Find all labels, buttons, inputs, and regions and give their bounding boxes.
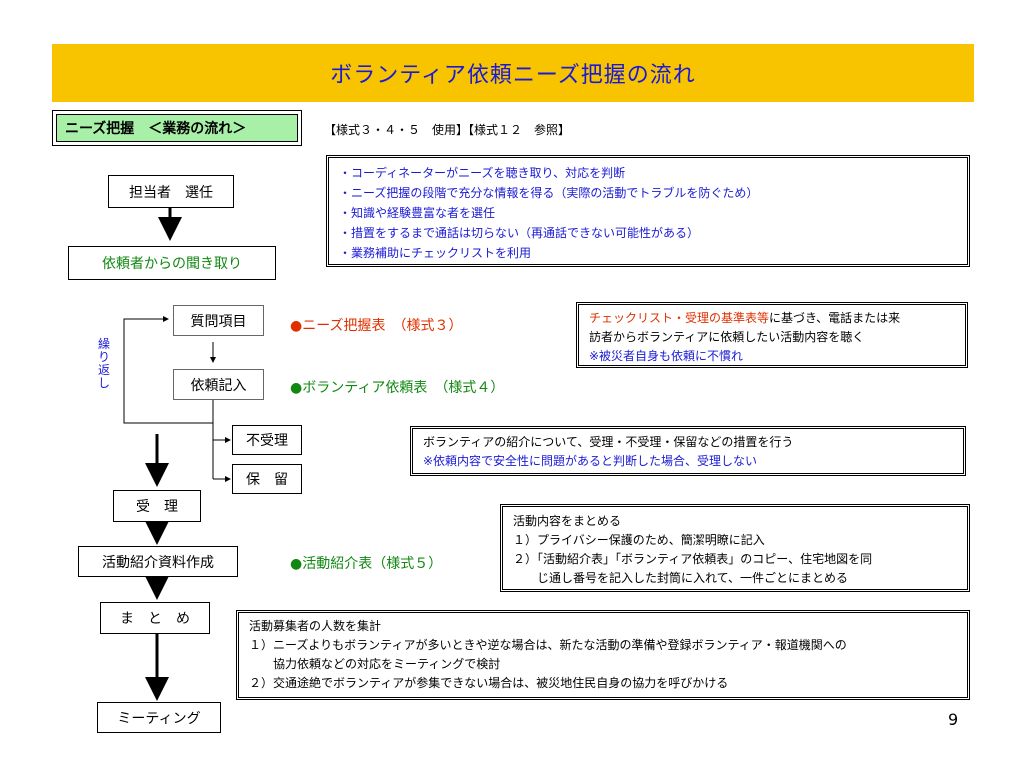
page-title: ボランティア依頼ニーズ把握の流れ [330, 63, 696, 88]
title-bar: ボランティア依頼ニーズ把握の流れ [52, 44, 974, 102]
note-item: ・措置をするまで通話は切らない（再通話できない可能性がある） [339, 226, 700, 240]
checklist-highlight: チェックリスト・受理の基準表等 [589, 311, 770, 325]
page-number: 9 [948, 710, 959, 729]
form-intro-label: ●活動紹介表（様式５） [290, 556, 443, 572]
form-request-label: ●ボランティア依頼表 （様式４） [290, 380, 505, 396]
repeat-label: 繰り返し [97, 337, 110, 390]
flow-step-create: 活動紹介資料作成 [78, 546, 238, 577]
note-coordinator: ・コーディネーターがニーズを聴き取り、対応を判断 ・ニーズ把握の段階で充分な情報… [326, 155, 970, 267]
note-judgement: ボランティアの紹介について、受理・不受理・保留などの措置を行う ※依頼内容で安全… [410, 426, 966, 476]
note-item: ・知識や経験豊富な者を選任 [339, 206, 496, 220]
flow-step-questions: 質問項目 [173, 305, 264, 336]
flow-step-interview: 依頼者からの聞き取り [68, 246, 276, 280]
note-item: ・業務補助にチェックリストを利用 [339, 246, 532, 260]
section-heading: ニーズ把握 ＜業務の流れ＞ [56, 114, 298, 142]
flow-step-select: 担当者 選任 [108, 175, 234, 208]
flow-step-reject: 不受理 [232, 425, 302, 455]
note-checklist: チェックリスト・受理の基準表等に基づき、電話または来 訪者からボランティアに依頼… [576, 302, 968, 368]
flow-step-hold: 保 留 [232, 464, 302, 494]
note-compile: 活動内容をまとめる １）プライバシー保護のため、簡潔明瞭に記入 ２）「活動紹介表… [500, 504, 970, 592]
section-heading-box: ニーズ把握 ＜業務の流れ＞ [52, 110, 302, 146]
form-reference: 【様式３・４・５ 使用】【様式１２ 参照】 [324, 123, 571, 137]
flow-step-record: 依頼記入 [173, 369, 264, 400]
flow-step-meeting: ミーティング [97, 702, 221, 733]
flow-step-accept: 受 理 [113, 490, 201, 522]
flow-step-summary: ま と め [100, 602, 210, 634]
form-needs-label: ●ニーズ把握表 （様式３） [290, 318, 463, 334]
note-item: ・コーディネーターがニーズを聴き取り、対応を判断 [339, 166, 626, 180]
note-item: ・ニーズ把握の段階で充分な情報を得る（実際の活動でトラブルを防ぐため） [339, 186, 759, 200]
repeat-loop [123, 316, 214, 424]
note-recruit: 活動募集者の人数を集計 １）ニーズよりもボランティアが多いときや逆な場合は、新た… [236, 610, 970, 700]
